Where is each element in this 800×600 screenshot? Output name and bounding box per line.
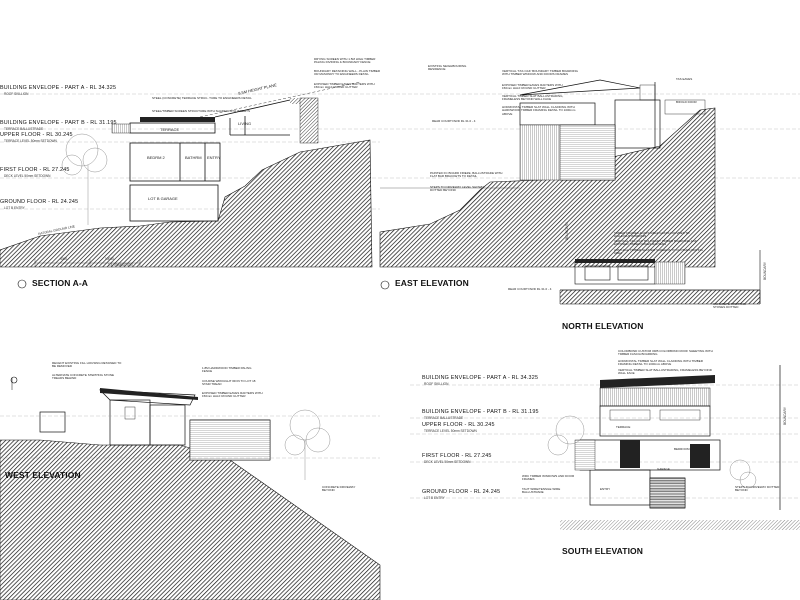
level-deck-setdown: DECK LEVEL 50mm SETDOWN bbox=[4, 174, 51, 178]
south-elevation-title: SOUTH ELEVATION bbox=[562, 546, 643, 556]
south-level-deck: DECK LEVEL 50mm SETDOWN bbox=[424, 460, 471, 464]
dim-d1: 4000 bbox=[60, 257, 68, 261]
south-elevation-drawing bbox=[410, 365, 800, 530]
note-existing-residence: EXISTING NEIGHBOURING RESIDENCE bbox=[428, 64, 467, 72]
level-roof-skillion: ROOF SKILLION bbox=[4, 92, 29, 96]
note-concrete-driveway: CONCRETE DRIVEWAY BEYOND bbox=[322, 485, 356, 493]
note-exposed-rafter: EXPOSED TIMBER EAVES RAFTERS WITH 150mm … bbox=[502, 83, 563, 91]
south-level-ground: GROUND FLOOR - RL 24.245 bbox=[422, 489, 501, 495]
dim-d2: 10000 bbox=[105, 257, 114, 261]
note-steel-truss: STEEL (CONCRETE) TERRACE STRUC- TURE TO … bbox=[152, 96, 252, 100]
room-garage: LOT B GARAGE bbox=[148, 196, 178, 201]
level-ground-floor: GROUND FLOOR - RL 24.245 bbox=[0, 199, 79, 205]
room-terrace: TERRACE bbox=[160, 127, 180, 132]
note-boundary-fence: EXPOSED TIMBER EAVES RAFTERS WITH 150mm … bbox=[314, 82, 375, 90]
room-entry-south: ENTRY bbox=[600, 487, 611, 491]
note-dwelling: DRYING SCREEN WITH 1.5M HIGH TIMBER PALI… bbox=[314, 57, 376, 65]
note-horizontal-cladding: HORIZONTAL TIMBER SLAT WALL CLADDING WIT… bbox=[618, 359, 703, 367]
room-living: LIVING bbox=[238, 121, 252, 126]
note-course-wrought: COURSE WROUGHT IRON TO LOT 18 STAIR TREA… bbox=[202, 379, 256, 387]
room-bedrm2: BEDRM 2 bbox=[147, 155, 165, 160]
note-concrete-stepping: CONCRETE STEPPING STONES DOTTED bbox=[713, 302, 746, 310]
note-vertical-tas-north: VERTICAL 'TAS OAK' BOUNDARY TIMBER BOARD… bbox=[614, 239, 697, 247]
room-bedroom-south: BEDROOM bbox=[674, 447, 690, 451]
level-terrace-balustrade: TERRACE BALLUSTRADE bbox=[4, 127, 44, 131]
south-level-first: FIRST FLOOR - RL 27.245 bbox=[422, 453, 492, 459]
room-garage-south: GARAGE bbox=[657, 467, 670, 471]
note-taut-wire: TAUT WIRE/TENSILE WIRE BALLUSTRADE bbox=[522, 487, 561, 495]
south-level-setdown: TERRACE LEVEL 50mm SETDOWN bbox=[424, 429, 477, 433]
note-slot-screen: 2.0M HIGH TIMBER SLATTED SCREENS TO CLOT… bbox=[614, 248, 703, 256]
note-steel-timber: STEEL/TIMBER SCREEN STRUCTURE WITH SHADE… bbox=[152, 109, 250, 113]
level-envelope-b: BUILDING ENVELOPE - PART B - RL 31.195 bbox=[0, 120, 117, 126]
south-level-roof: ROOF SKILLION bbox=[424, 382, 449, 386]
note-recent-existing: RECENT EXISTING FILL HOUSING RETAINED TO… bbox=[52, 361, 122, 369]
south-level-envelope-b: BUILDING ENVELOPE - PART B - RL 31.195 bbox=[422, 409, 539, 415]
south-level-envelope-a: BUILDING ENVELOPE - PART A - RL 34.325 bbox=[422, 375, 539, 381]
note-retaining: BOUNDARY RETAINING WALL - PLAIN TIMBER O… bbox=[314, 69, 381, 77]
note-colorbond-roof: COLORBOND CUSTOM ORB COLORBOND ROOF SHEE… bbox=[618, 349, 713, 357]
dim-d4: 1.5 TRANSITION bbox=[108, 263, 133, 267]
note-aluminium-fascia: HORIZONTAL TIMBER SLAT WALL CLADDING WIT… bbox=[502, 105, 576, 116]
note-timber-window: WRC TIMBER WINDOWS AND DOOR FRAMES bbox=[522, 474, 575, 482]
boundary-label-north: BOUNDARY bbox=[763, 261, 767, 280]
south-level-upper: UPPER FLOOR - RL 30.245 bbox=[422, 422, 495, 428]
level-lot-entry: LOT B ENTRY bbox=[4, 206, 25, 210]
south-level-entry: LOT B ENTRY bbox=[424, 496, 445, 500]
room-terrace-south: TERRACE bbox=[616, 425, 631, 429]
boundary-label-east: BOUNDARY bbox=[565, 221, 569, 240]
note-rear-courtyard-north: REAR COURTYARD RL 31.0 - 4 bbox=[508, 287, 552, 291]
note-vertical-timber-south: VERTICAL TIMBER SLAT BALLUSTRADING, FRAM… bbox=[618, 368, 712, 376]
level-terrace-setdown: TERRACE LEVEL 50mm SETDOWN bbox=[4, 139, 57, 143]
room-entry: ENTRY bbox=[207, 155, 221, 160]
level-first-floor: FIRST FLOOR - RL 27.245 bbox=[0, 167, 70, 173]
note-steps: STEPS TO DRIVEWAY LEVEL SHOWN DOTTED BEY… bbox=[430, 185, 484, 193]
note-rear-courtyard: REAR COURTYARD RL 31.0 - 4 bbox=[432, 119, 476, 123]
note-painted-lines: PAINTED FC BOARD FRIEZE, BALLUSTRADE WIT… bbox=[430, 171, 503, 179]
section-aa-title: SECTION A-A bbox=[32, 278, 89, 288]
room-bathrm: BATHRM bbox=[185, 155, 202, 160]
note-timber-framed: TIMBER FRAMED ADJUSTABLE GLASS LOUVRES T… bbox=[614, 231, 690, 239]
note-steps-south: STEPS TO DRIVEWAY DOTTED BEYOND bbox=[735, 485, 780, 493]
level-upper-floor: UPPER FLOOR - RL 30.245 bbox=[0, 132, 73, 138]
level-envelope-a: BUILDING ENVELOPE - PART A - RL 34.325 bbox=[0, 85, 117, 91]
east-elevation-drawing bbox=[379, 79, 716, 290]
note-tile-eaves: TAS EAVES bbox=[676, 77, 693, 81]
note-exposed-timber-west: EXPOSED TIMBER EAVES RAFTERS WITH 150mm … bbox=[202, 391, 263, 399]
boundary-label-south: BOUNDARY bbox=[783, 406, 787, 425]
north-elevation-title: NORTH ELEVATION bbox=[562, 321, 644, 331]
note-alternate-concrete: ALTERNATE CONCRETE STEPPING STONE TREADS… bbox=[52, 373, 115, 381]
south-level-balustrade: TERRACE BALLUSTRADE bbox=[424, 416, 464, 420]
west-elevation-title: WEST ELEVATION bbox=[5, 470, 81, 480]
note-vertical-slats: VERTICAL TIMBER SLAT BALLUSTRADING, FRAM… bbox=[502, 94, 564, 102]
west-elevation-drawing bbox=[0, 376, 381, 600]
note-vertical-tas: VERTICAL 'TAS OAK' BOUNDARY TIMBER BOARD… bbox=[502, 69, 578, 77]
north-elevation-drawing bbox=[559, 250, 761, 305]
east-elevation-title: EAST ELEVATION bbox=[395, 278, 469, 288]
section-aa-drawing bbox=[0, 81, 800, 289]
note-bifold: BIFOLD DOOR bbox=[676, 100, 697, 104]
note-hardwood-timber: 1.8M HARDWOOD TIMBER PALING FENCE bbox=[202, 366, 252, 374]
